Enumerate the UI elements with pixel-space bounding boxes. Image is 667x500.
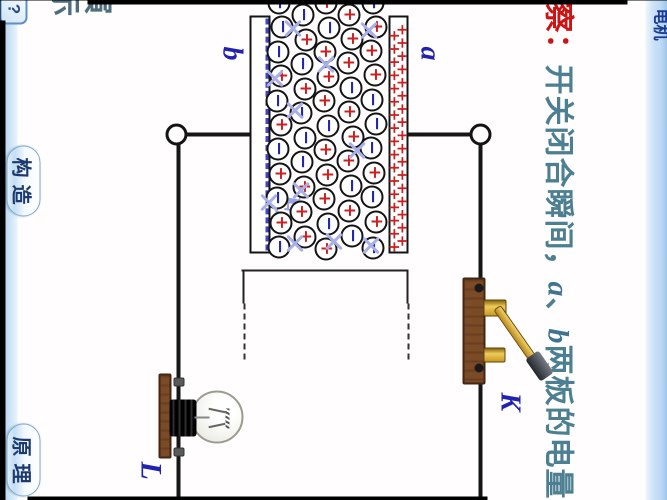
cross-mark (360, 234, 382, 256)
positive-charge: + (312, 186, 336, 210)
positive-charge: + (315, 162, 339, 186)
negative-charge: − (364, 111, 388, 135)
cross-mark (358, 19, 380, 41)
positive-charge: + (269, 210, 293, 234)
plate-a-label: a (414, 46, 445, 60)
black-border-right (27, 496, 487, 500)
plate-b-label: b (216, 46, 247, 60)
cross-mark (284, 232, 306, 254)
window-title: 电机 (651, 8, 667, 41)
wire-bottom (176, 132, 180, 500)
caption-part1: 开关闭合瞬间， (541, 64, 574, 281)
negative-charge: − (266, 136, 290, 160)
lamp-clamp-left (173, 377, 184, 386)
black-border-left (87, 0, 627, 4)
switch-label: K (494, 392, 525, 411)
switch-screw-right (474, 363, 483, 372)
cross-mark (258, 191, 280, 213)
positive-charge: + (289, 199, 313, 223)
terminal-node-bottom (165, 123, 187, 145)
lead-top-dashed (407, 303, 409, 359)
positive-charge: + (293, 76, 317, 100)
side-caption-char2: 示 (47, 0, 82, 16)
negative-charge: − (316, 113, 340, 137)
switch-post-right (483, 347, 505, 362)
cross-mark (284, 99, 306, 121)
title-bar: 电机 (645, 0, 667, 500)
cross-mark (346, 139, 368, 161)
negative-charge: − (339, 75, 363, 99)
positive-charge: + (337, 198, 361, 222)
positive-charge: + (363, 62, 387, 86)
negative-charge: − (290, 51, 314, 75)
negative-charge: − (293, 125, 317, 149)
cross-mark (282, 17, 304, 39)
negative-charge: − (266, 39, 290, 63)
positive-charge: + (313, 137, 337, 161)
negative-charge: − (339, 173, 363, 197)
lamp-socket (169, 399, 196, 436)
lamp-label: L (134, 461, 167, 480)
lead-bottom-dashed (243, 303, 245, 359)
bulb-stem (194, 416, 209, 418)
negative-charge: − (290, 149, 314, 173)
positive-charge: + (336, 50, 360, 74)
cross-mark (290, 179, 312, 201)
terminal-node-top (469, 123, 491, 145)
positive-charge: + (337, 2, 361, 26)
positive-charge: + (362, 160, 386, 184)
black-border-bottom (0, 20, 5, 500)
capacitor-edge-line (241, 269, 408, 271)
positive-charge: + (364, 209, 388, 233)
observe-caption: 察：开关闭合瞬间，a、b两板的电量变化 (539, 2, 583, 500)
caption-enum-comma: 、 (541, 297, 574, 328)
structure-button[interactable]: 构造 (6, 145, 40, 216)
caption-red-part: 察： (541, 2, 574, 64)
positive-charge: + (268, 161, 292, 185)
caption-label-b: b (541, 328, 574, 344)
positive-charge: + (337, 99, 361, 123)
lead-top-solid (406, 269, 408, 303)
plate-a-plus-row: +++++++++++++++++ (385, 29, 403, 253)
filament-coil (225, 408, 229, 428)
negative-charge: − (360, 87, 384, 111)
switch-screw-left (474, 283, 483, 292)
lamp-clamp-right (173, 447, 184, 456)
caption-label-a: a (541, 281, 574, 297)
cross-mark (264, 67, 286, 89)
cross-mark (315, 53, 337, 75)
negative-charge: − (360, 184, 384, 208)
cross-mark (323, 230, 345, 252)
principle-button[interactable]: 原理 (6, 423, 40, 496)
lead-bottom-solid (242, 269, 244, 303)
capacitor-plate-a: ++++++++++++++++++++++++++++++++++ (385, 15, 411, 253)
negative-charge: − (317, 15, 341, 39)
